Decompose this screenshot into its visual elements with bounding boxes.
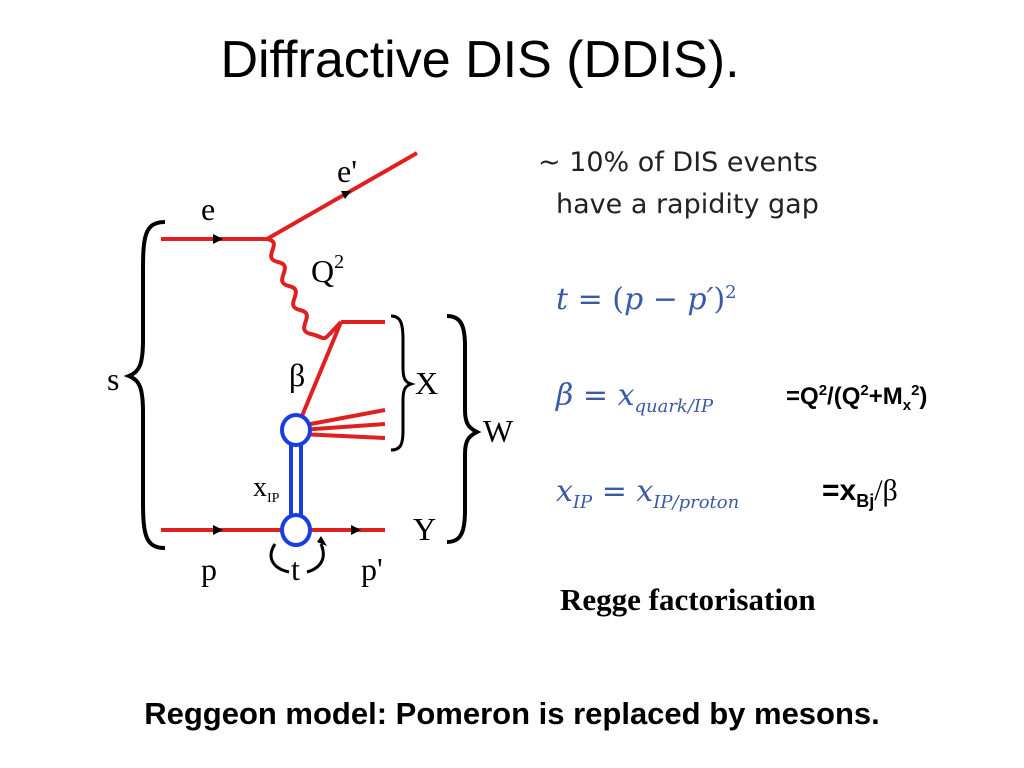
label-beta: β: [289, 357, 305, 393]
remnant-line-2: [299, 422, 386, 432]
electron-arrow: [213, 234, 223, 244]
label-x: X: [415, 365, 438, 401]
feynman-diagram: e e' Q2 β X W s xIP Y p t p': [107, 151, 514, 587]
regge-factorisation-label: Regge factorisation: [560, 582, 816, 617]
outgoing-electron-line: [266, 151, 418, 241]
photon-wavy-line: [266, 237, 343, 341]
slide-title: Diffractive DIS (DDIS).: [220, 31, 740, 89]
proton-arrow-in: [213, 525, 223, 535]
quark-line-beta: [295, 321, 343, 429]
t-arrowhead-right: [317, 536, 327, 546]
beta-definition: =Q2/(Q2+Mx2): [786, 382, 928, 414]
pomeron-vertex-bottom: [280, 513, 312, 547]
remnant-line-1: [299, 408, 386, 428]
equation-beta: β = xquark/IP: [556, 378, 714, 417]
rapidity-gap-note: ~ 10% of DIS events have a rapidity gap: [538, 142, 819, 226]
footer-statement: Reggeon model: Pomeron is replaced by me…: [144, 696, 880, 731]
remnant-line-3: [299, 432, 386, 440]
note-line-1: ~ 10% of DIS events: [538, 147, 818, 178]
label-e-prime: e': [337, 153, 357, 189]
label-w: W: [483, 413, 514, 449]
brace-x: [390, 314, 416, 452]
t-arrow-right: [306, 543, 325, 574]
label-p-prime: p': [361, 551, 383, 587]
label-s: s: [107, 361, 119, 397]
brace-w: [446, 314, 482, 544]
label-p: p: [201, 551, 217, 587]
equation-t: t = (p − p′)2: [556, 282, 737, 317]
label-e: e: [201, 191, 215, 227]
label-q-squared: Q2: [311, 251, 344, 289]
proton-arrow-out: [351, 525, 361, 535]
brace-s: [123, 220, 166, 550]
label-x-ip: xIP: [253, 472, 280, 506]
scattered-electron-arrow: [341, 191, 351, 199]
label-y: Y: [413, 511, 436, 547]
x-ip-definition: =xBj/β: [822, 474, 898, 511]
equation-x-ip: xIP = xIP/proton: [556, 474, 740, 513]
t-arrow-left: [269, 543, 290, 574]
label-t: t: [291, 551, 300, 587]
note-line-2: have a rapidity gap: [556, 189, 819, 220]
pomeron-vertex-top: [280, 413, 312, 447]
